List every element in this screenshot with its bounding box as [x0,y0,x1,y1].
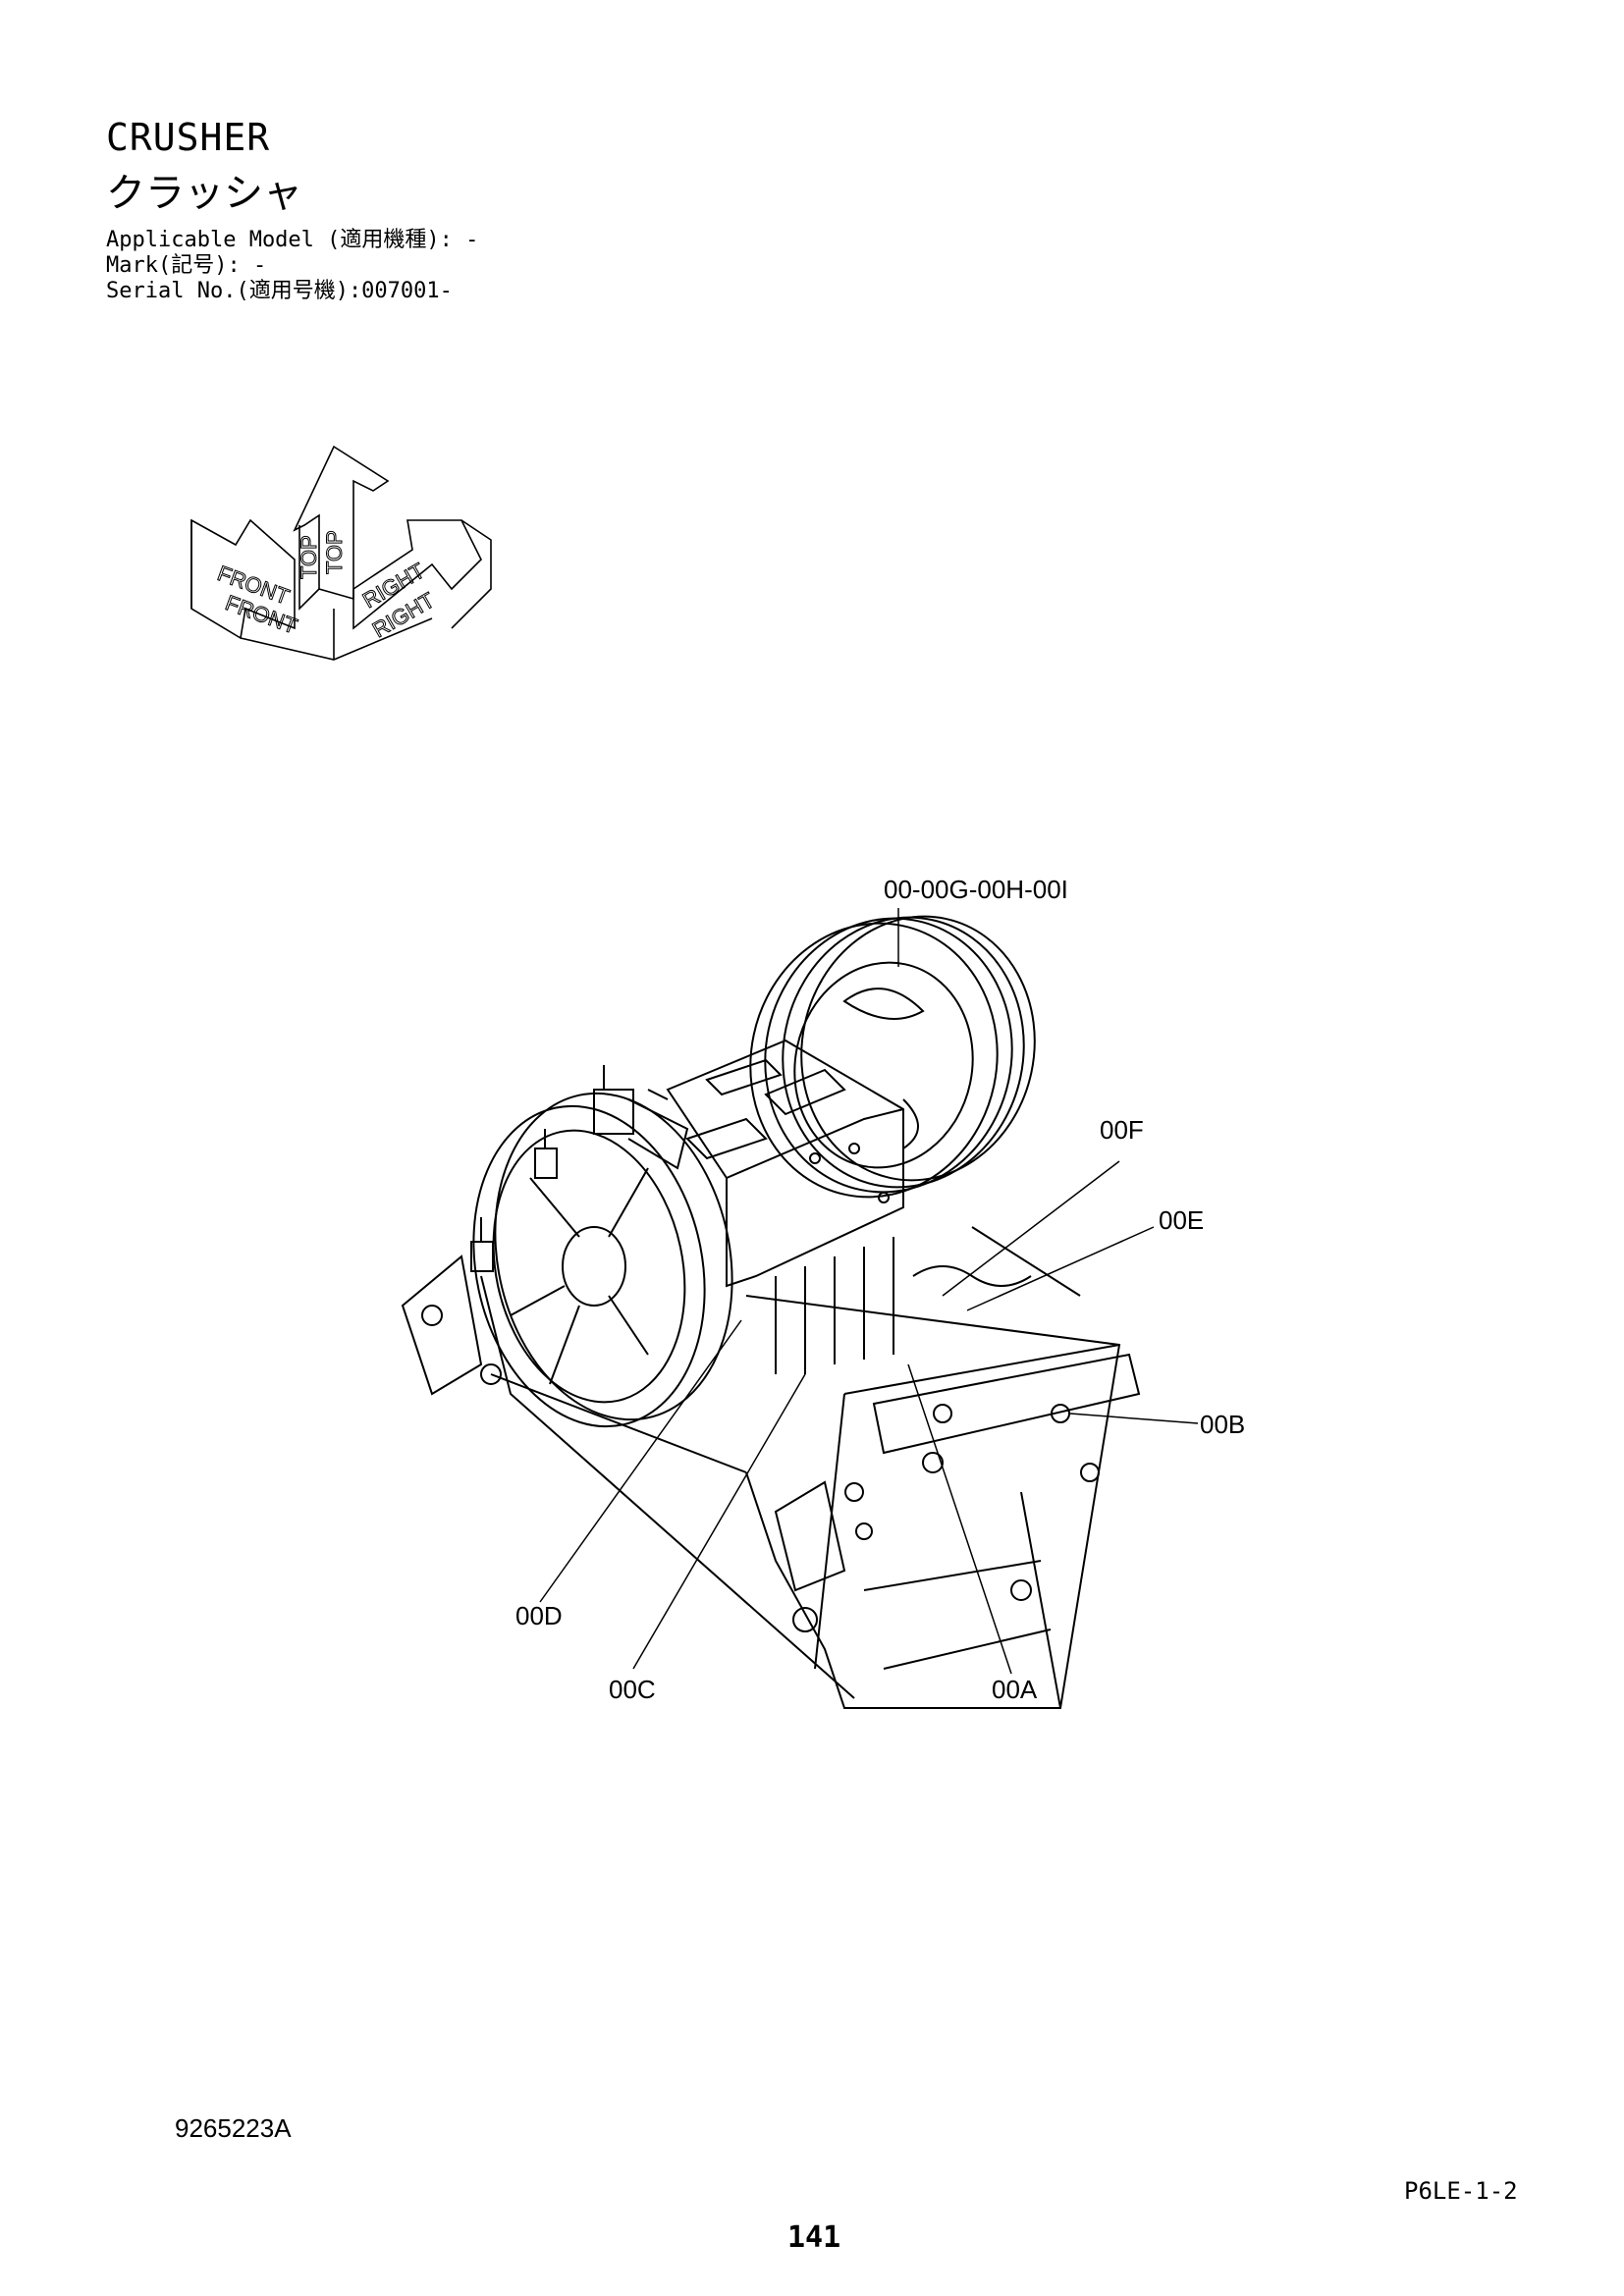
callout-label-00a: 00A [992,1675,1038,1704]
rear-pulley [749,915,1036,1199]
callout-leaders [539,908,1199,1675]
applicable-model-line: Applicable Model (適用機種): - [106,228,479,252]
callout-label-00d: 00D [515,1601,563,1630]
top-label-outline: TOP [322,530,347,574]
grease-fittings [470,1065,689,1272]
crusher-assembly [401,915,1141,1709]
callout-label-00e: 00E [1159,1205,1204,1235]
top-label: TOP [297,535,321,579]
callout-label-00b: 00B [1200,1410,1245,1439]
page-title: CRUSHER [106,116,271,159]
metadata-block: Applicable Model (適用機種): - Mark(記号): - S… [106,228,478,304]
jaw-rods [775,1226,1081,1374]
callout-labels: 00-00G-00H-00I 00F 00E 00B 00D 00C 00A [515,875,1245,1704]
callout-label-00c: 00C [609,1675,656,1704]
mark-line: Mark(記号): - [106,253,267,278]
bearing-housing [666,1039,904,1288]
serial-number-line: Serial No.(適用号機):007001- [106,279,453,303]
page-code: P6LE-1-2 [1404,2177,1518,2205]
callout-label-00f: 00F [1100,1115,1144,1145]
orientation-symbol: FRONT FRONT TOP TOP RIGHT RIGHT [190,445,492,661]
main-frame [401,1255,1141,1709]
page-title-japanese: クラッシャ [106,171,302,216]
page-number: 141 [787,2220,841,2255]
document-number: 9265223A [175,2113,292,2143]
callout-label-top: 00-00G-00H-00I [884,875,1068,904]
